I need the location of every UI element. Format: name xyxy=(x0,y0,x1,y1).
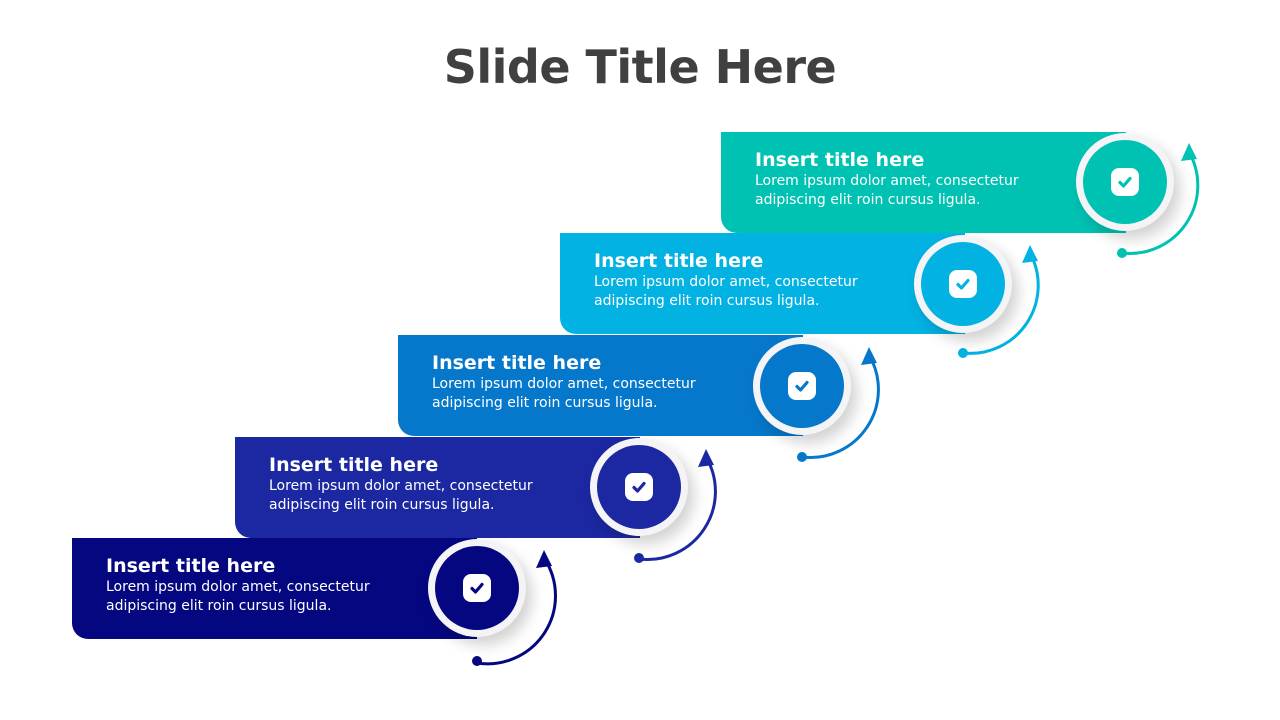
step-bar xyxy=(560,233,965,334)
step-title: Insert title here xyxy=(269,454,439,476)
step-title: Insert title here xyxy=(106,555,276,577)
circular-arrow-icon xyxy=(797,347,880,462)
step-bar xyxy=(398,335,803,436)
step-description-line-2: adipiscing elit roin cursus ligula. xyxy=(432,395,658,411)
step-2: Insert title here Lorem ipsum dolor amet… xyxy=(560,233,1050,373)
step-4: Insert title here Lorem ipsum dolor amet… xyxy=(235,437,725,577)
step-icon-ring xyxy=(590,438,688,536)
step-bar xyxy=(721,132,1126,233)
step-icon-ring xyxy=(428,539,526,637)
step-icon-ring xyxy=(1076,133,1174,231)
step-5: Insert title here Lorem ipsum dolor amet… xyxy=(72,538,562,678)
step-3: Insert title here Lorem ipsum dolor amet… xyxy=(398,335,888,475)
step-description-line-2: adipiscing elit roin cursus ligula. xyxy=(269,497,495,513)
check-square-icon xyxy=(463,574,491,602)
step-description-line-1: Lorem ipsum dolor amet, consectetur xyxy=(269,478,533,494)
circular-arrow-icon xyxy=(634,449,717,563)
step-1: Insert title here Lorem ipsum dolor amet… xyxy=(721,132,1211,272)
check-square-icon xyxy=(949,270,977,298)
step-bar xyxy=(235,437,640,538)
step-description-line-2: adipiscing elit roin cursus ligula. xyxy=(594,293,820,309)
check-square-icon xyxy=(1111,168,1139,196)
step-title: Insert title here xyxy=(432,352,602,374)
step-title: Insert title here xyxy=(755,149,925,171)
step-bar xyxy=(72,538,477,639)
step-title: Insert title here xyxy=(594,250,764,272)
circular-arrow-icon xyxy=(1117,143,1200,258)
step-description-line-2: adipiscing elit roin cursus ligula. xyxy=(106,598,332,614)
circular-arrow-icon xyxy=(472,550,557,666)
step-description-line-1: Lorem ipsum dolor amet, consectetur xyxy=(432,376,696,392)
step-description-line-2: adipiscing elit roin cursus ligula. xyxy=(755,192,981,208)
step-icon-ring xyxy=(914,235,1012,333)
check-square-icon xyxy=(788,372,816,400)
step-icon-ring xyxy=(753,337,851,435)
step-description-line-1: Lorem ipsum dolor amet, consectetur xyxy=(755,173,1019,189)
step-description-line-1: Lorem ipsum dolor amet, consectetur xyxy=(594,274,858,290)
check-square-icon xyxy=(625,473,653,501)
circular-arrow-icon xyxy=(958,245,1040,358)
slide-title: Slide Title Here xyxy=(443,40,837,94)
step-description-line-1: Lorem ipsum dolor amet, consectetur xyxy=(106,579,370,595)
